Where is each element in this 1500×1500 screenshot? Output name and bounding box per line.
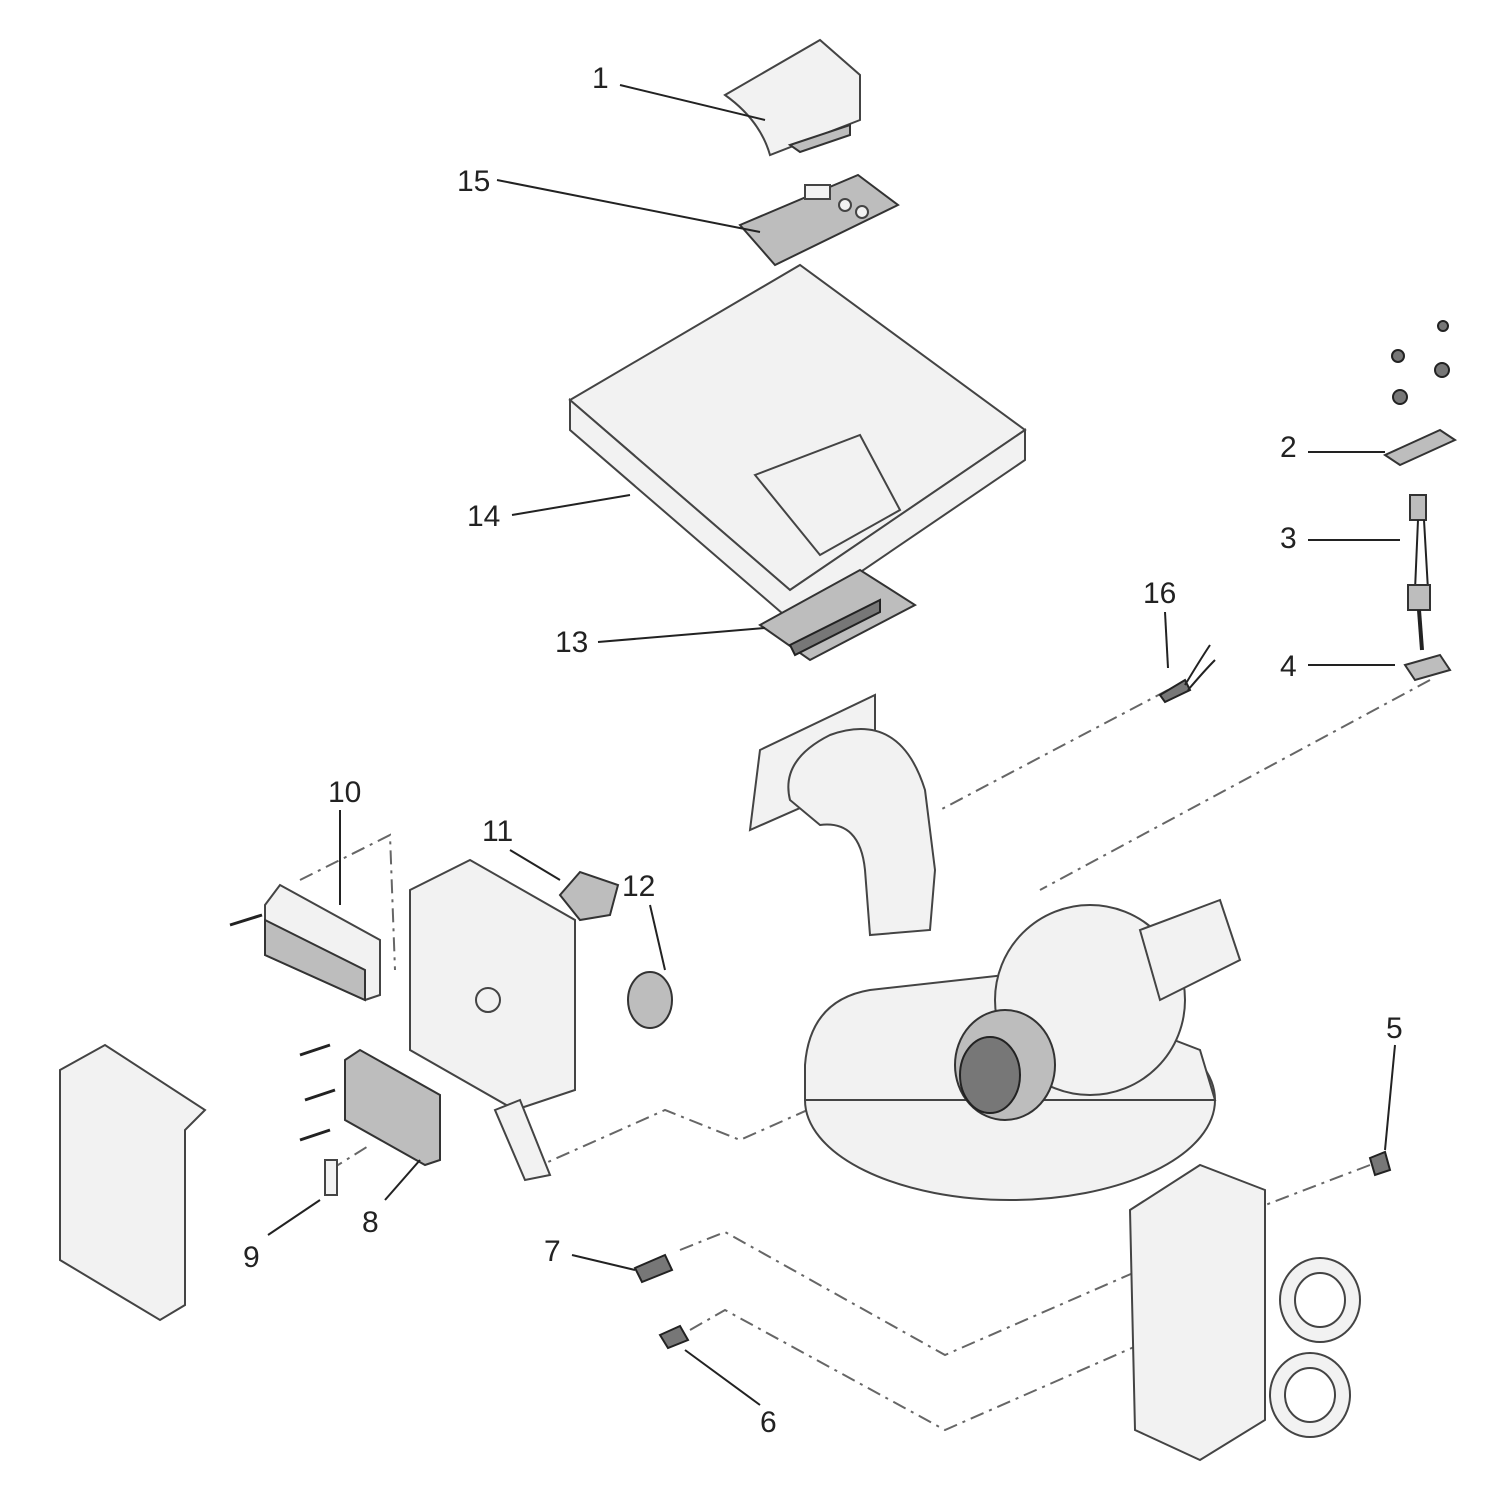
part-15-control-panel-overlay xyxy=(738,173,900,267)
callout-3: 3 xyxy=(1280,522,1297,555)
side-panel xyxy=(59,1043,207,1322)
part-5-sensor xyxy=(1368,1150,1392,1177)
leader-lines xyxy=(267,84,1400,1406)
part-10-module xyxy=(229,883,381,1002)
callout-8: 8 xyxy=(362,1206,379,1239)
part-4-igniter-gasket xyxy=(1403,653,1452,682)
part-9-fuse xyxy=(324,1159,338,1196)
callout-1: 1 xyxy=(592,62,609,95)
callout-12: 12 xyxy=(622,870,655,903)
part-13-control-board xyxy=(758,568,917,662)
blower-assembly xyxy=(748,693,1242,1201)
callout-10: 10 xyxy=(328,776,361,809)
part-11-transformer xyxy=(558,870,620,922)
part-7-sensor xyxy=(633,1253,674,1284)
callout-13: 13 xyxy=(555,626,588,659)
callout-9: 9 xyxy=(243,1241,260,1274)
junction-box xyxy=(409,858,576,1182)
part-1-top-cover xyxy=(723,38,861,157)
callout-5: 5 xyxy=(1386,1012,1403,1045)
callout-15: 15 xyxy=(457,165,490,198)
part-3-igniter xyxy=(1407,494,1431,651)
part-8-terminal-board xyxy=(299,1043,441,1167)
callout-6: 6 xyxy=(760,1406,777,1439)
callout-11: 11 xyxy=(482,815,513,848)
part-16-sensor xyxy=(1158,644,1216,704)
part-6-sensor xyxy=(658,1324,690,1350)
part-12-pressure-switch xyxy=(627,971,673,1029)
part-2-bracket-and-nuts xyxy=(1382,320,1458,467)
callout-14: 14 xyxy=(467,500,500,533)
callout-16: 16 xyxy=(1143,577,1176,610)
part-14-heater-top-lid xyxy=(568,263,1027,622)
callout-2: 2 xyxy=(1280,431,1297,464)
water-manifold xyxy=(1128,1163,1361,1462)
callout-4: 4 xyxy=(1280,650,1297,683)
callout-7: 7 xyxy=(544,1235,561,1268)
